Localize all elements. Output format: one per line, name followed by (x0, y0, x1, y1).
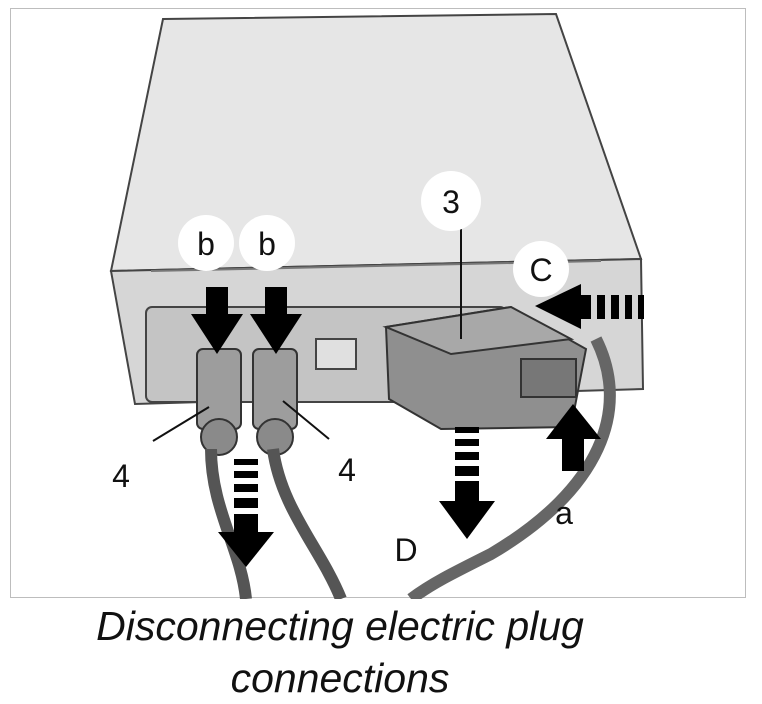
plug-left (196, 348, 252, 599)
label-4-left: 4 (112, 458, 130, 494)
connector-3 (382, 305, 616, 599)
label-b-right: b (258, 226, 276, 262)
arrow-b-left (191, 287, 243, 354)
label-d: D (394, 532, 417, 568)
label-3: 3 (442, 184, 460, 220)
arrow-c (535, 284, 644, 329)
callout-circle-3 (421, 171, 481, 231)
label-b-left: b (197, 226, 215, 262)
label-4-right: 4 (338, 452, 356, 488)
plug-right (252, 348, 347, 599)
label-a: a (555, 495, 573, 531)
arrow-plug-pull (218, 459, 274, 567)
callout-circle-b-left (178, 215, 234, 271)
caption-line-1: Disconnecting electric plug (96, 603, 584, 649)
diagram-frame: b b 3 C 4 4 a D (10, 8, 746, 599)
small-socket (315, 338, 357, 370)
caption-line-2: connections (230, 655, 450, 701)
leader-4-left (152, 406, 210, 442)
arrow-a (546, 404, 601, 471)
figure-caption: Disconnecting electric plug connections (0, 600, 680, 704)
arrow-b-right (250, 287, 302, 354)
label-c: C (529, 252, 552, 288)
callout-circle-c (513, 241, 569, 297)
leader-4-right (282, 400, 330, 440)
callout-circle-b-right (239, 215, 295, 271)
plug-diagram: b b 3 C 4 4 a D (109, 12, 645, 599)
arrow-d (439, 427, 495, 539)
